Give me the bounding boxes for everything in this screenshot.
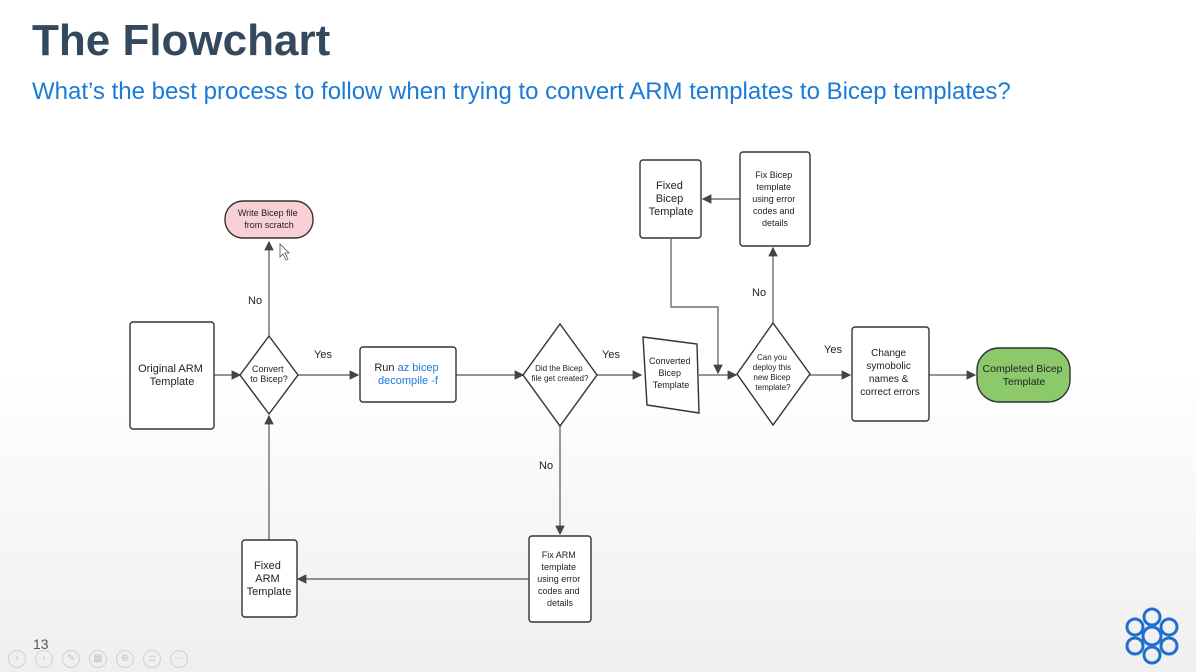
edge-label-no: No [752,287,766,299]
node-fixed-bicep-template: Fixed Bicep Template [639,159,702,239]
edge-label-yes: Yes [602,349,620,361]
svg-text:Fix ARM template u: Fix ARM template using error codes and d… [537,550,583,608]
pen-icon[interactable]: ✎ [62,650,80,668]
edge-label-no: No [539,460,553,472]
edge-fixedbicep-to-deploy [670,239,723,375]
svg-text:Fix Bicep template: Fix Bicep template using error codes and… [752,170,798,228]
node-fixed-arm-template: Fixed ARM Template [241,539,298,618]
svg-text:Completed Bicep Template: Completed Bicep Template [983,363,1066,388]
flowchart-edges [214,194,977,584]
svg-text:Run az bicep decompile -: Run az bicep decompile -f [374,362,441,387]
node-created-decision: Did the Bicep file get created? [522,322,598,428]
node-completed-bicep-template: Completed Bicep Template [976,347,1071,403]
slide-nav-toolbar: ‹ › ✎ ▦ ⊕ ▫ ⋯ [8,650,188,668]
node-fix-arm-template: Fix ARM template using error codes and d… [528,535,592,623]
edge-label-yes: Yes [824,344,842,356]
svg-text:Can you deploy this: Can you deploy this new Bicep template? [753,353,793,392]
slide-title: The Flowchart [32,16,331,65]
slide-subtitle: What’s the best process to follow when t… [32,78,1011,105]
svg-text:Did the Bicep file get c: Did the Bicep file get created? [532,364,589,383]
more-icon[interactable]: ⋯ [170,650,188,668]
page-number: 13 [33,636,49,652]
edge-label-yes: Yes [314,349,332,361]
node-converted-bicep-template: Converted Bicep Template [642,336,700,414]
node-convert-decision: Convert to Bicep? [239,334,299,416]
svg-text:Fixed Bicep Templa: Fixed Bicep Template [649,180,694,218]
svg-text:Converted Bicep Te: Converted Bicep Template [649,356,693,390]
zoom-icon[interactable]: ⊕ [116,650,134,668]
blue-network-logo-icon [1125,607,1179,665]
node-fix-bicep-template: Fix Bicep template using error codes and… [739,151,811,247]
node-deploy-decision: Can you deploy this new Bicep template? [736,321,811,427]
forward-icon[interactable]: › [35,650,53,668]
grid-icon[interactable]: ▦ [89,650,107,668]
subtitle-icon[interactable]: ▫ [143,650,161,668]
edge-labels: No Yes Yes No No Yes [248,287,842,472]
mouse-cursor-icon [279,243,290,261]
node-change-names: Change symobolic names & correct errors [851,326,930,422]
svg-text:Fixed ARM Template: Fixed ARM Template [247,560,292,598]
svg-text:Original ARM Template: Original ARM Template [138,363,206,388]
svg-text:Write Bicep file from sc: Write Bicep file from scratch [238,208,300,230]
node-original-arm-template: Original ARM Template [129,321,215,430]
node-write-from-scratch: Write Bicep file from scratch [224,200,314,239]
back-icon[interactable]: ‹ [8,650,26,668]
edge-label-no: No [248,295,262,307]
node-run-decompile: Run az bicep decompile -f [359,346,457,403]
svg-text:Change symobolic n: Change symobolic names & correct errors [860,348,919,398]
svg-text:Convert to Bicep?: Convert to Bicep? [250,364,288,384]
